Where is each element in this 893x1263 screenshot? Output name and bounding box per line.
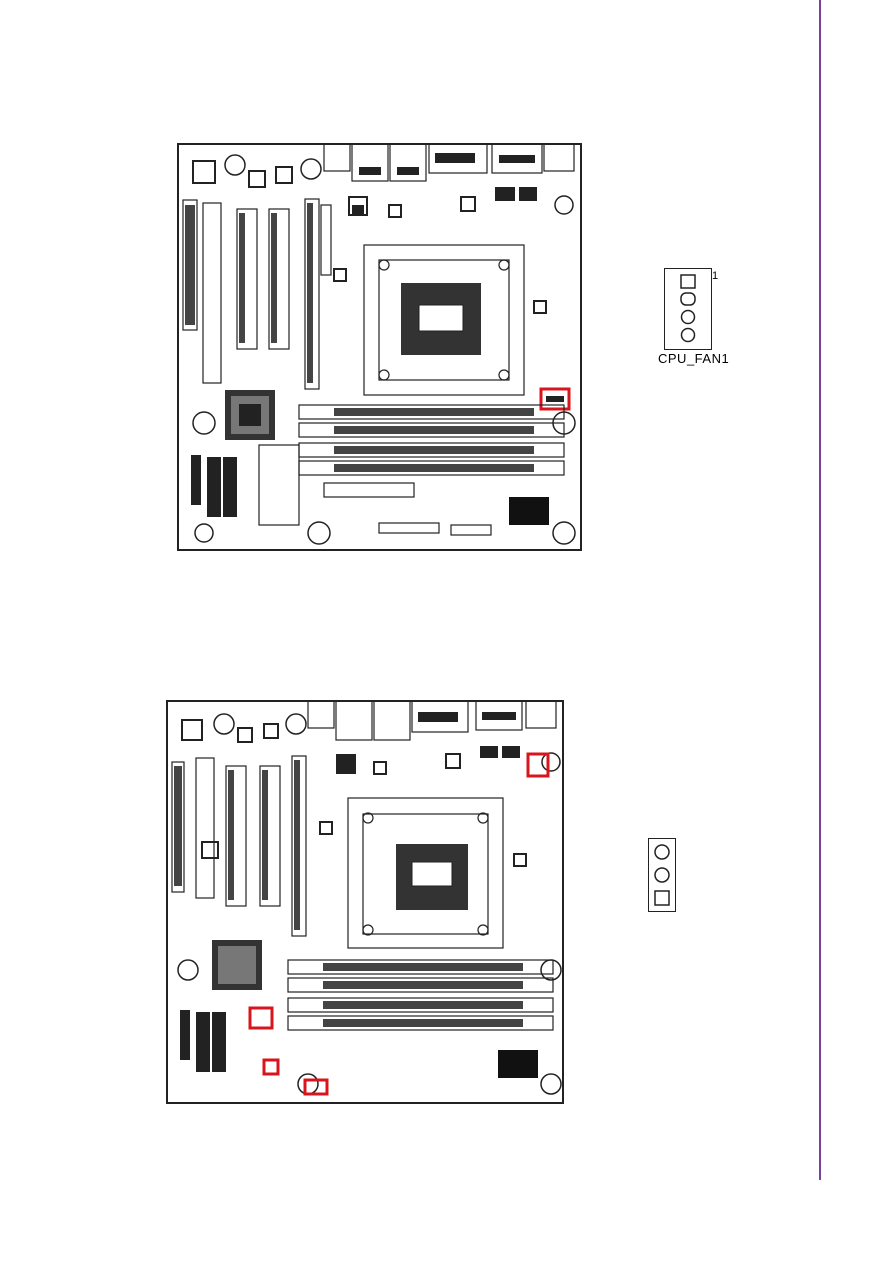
header-highlight-a	[250, 1008, 272, 1028]
motherboard-1-drawing	[179, 145, 580, 549]
chipset	[212, 940, 262, 990]
page-margin-rule	[819, 0, 821, 1180]
pin1-label: 1	[712, 270, 718, 282]
motherboard-diagram-1	[177, 143, 582, 551]
motherboard-2-drawing	[168, 702, 562, 1102]
pin-square	[681, 275, 695, 288]
expansion-slots	[172, 756, 306, 936]
chipset	[225, 390, 275, 440]
fan-header-pin-drawing	[649, 839, 675, 911]
pin-square	[655, 891, 669, 905]
pin-round	[655, 868, 669, 882]
header-highlight-b	[264, 1060, 278, 1074]
fan-header-pinout	[648, 838, 676, 912]
fan-header-highlight	[528, 754, 548, 776]
cpu-fan1-pin-drawing	[665, 269, 711, 349]
motherboard-diagram-2	[166, 700, 564, 1104]
header-highlight-c	[305, 1080, 327, 1094]
cpu-fan1-pinout	[664, 268, 712, 350]
pin-round	[682, 311, 695, 324]
pin-round	[655, 845, 669, 859]
pin-round	[682, 329, 695, 342]
pin-round	[681, 293, 695, 305]
connector-label: CPU_FAN1	[658, 351, 729, 366]
